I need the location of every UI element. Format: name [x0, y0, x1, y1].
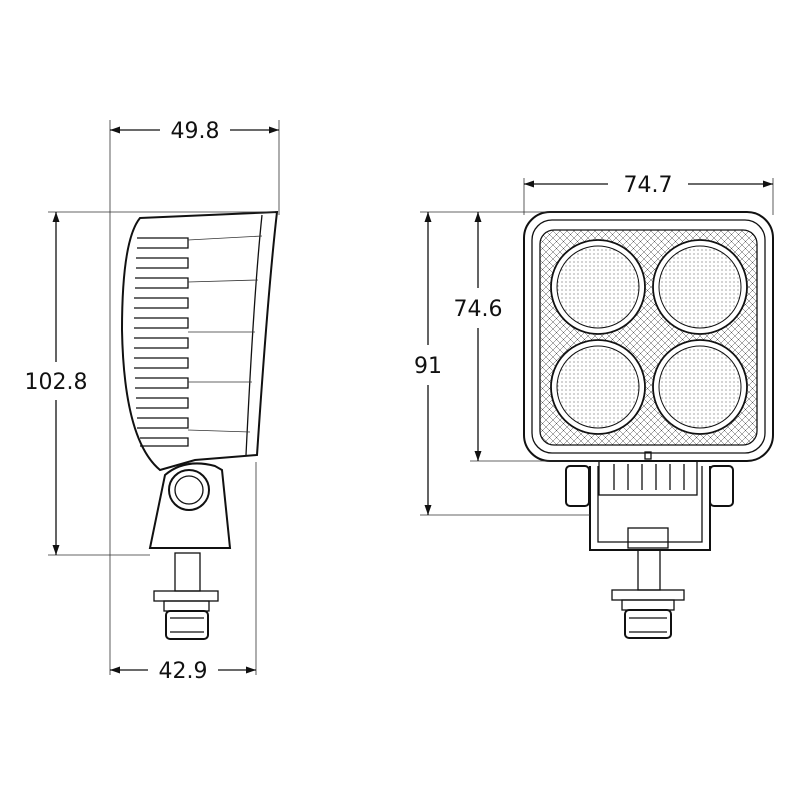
front-bracket: [589, 466, 711, 551]
side-housing: [120, 210, 279, 472]
dim-front-width: 74.7: [624, 173, 673, 198]
side-cooling-fins: [134, 235, 263, 447]
dim-front-housing-height: 74.6: [454, 297, 503, 322]
front-view: [523, 211, 774, 639]
side-view: [120, 210, 279, 640]
dim-side-height: 102.8: [25, 370, 88, 395]
side-pivot-bolt: [168, 469, 210, 511]
front-right-nut: [709, 465, 734, 507]
dim-side-top-width: 49.8: [171, 119, 220, 144]
front-led-reflectors: [550, 239, 748, 435]
side-bracket: [148, 462, 232, 549]
side-dimensions: 49.8 102.8 42.9: [25, 119, 280, 684]
dim-side-bottom-width: 42.9: [159, 659, 208, 684]
dim-front-total-height: 91: [414, 354, 442, 379]
front-nut: [624, 609, 672, 639]
front-dimensions: 74.7 74.6 91: [414, 173, 774, 516]
side-nut: [165, 610, 209, 640]
front-left-nut: [565, 465, 590, 507]
